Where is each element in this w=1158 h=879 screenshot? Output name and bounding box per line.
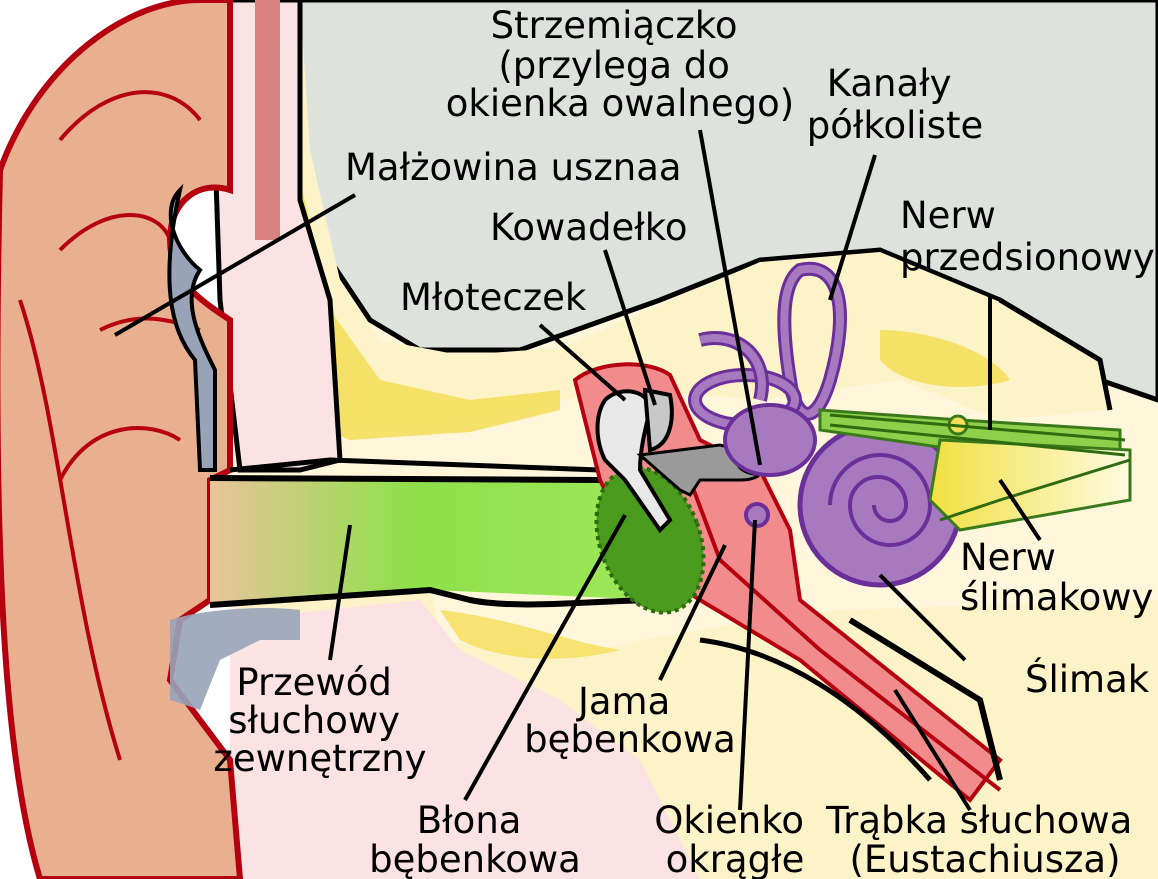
label-okienko: Okienko okrągłe <box>654 799 816 879</box>
label-mloteczek: Młoteczek <box>400 276 587 319</box>
label-malzowina: Małżowina usznaa <box>345 146 682 189</box>
label-kowadelko: Kowadełko <box>490 206 688 249</box>
label-trabka: Trąbka słuchowa (Eustachiusza) <box>825 799 1144 879</box>
ear-canal <box>210 460 660 605</box>
label-przewod: Przewód słuchowy zewnętrzny <box>213 661 426 780</box>
label-slimak: Ślimak <box>1025 657 1150 701</box>
label-kanaly: Kanały półkoliste <box>807 62 984 147</box>
